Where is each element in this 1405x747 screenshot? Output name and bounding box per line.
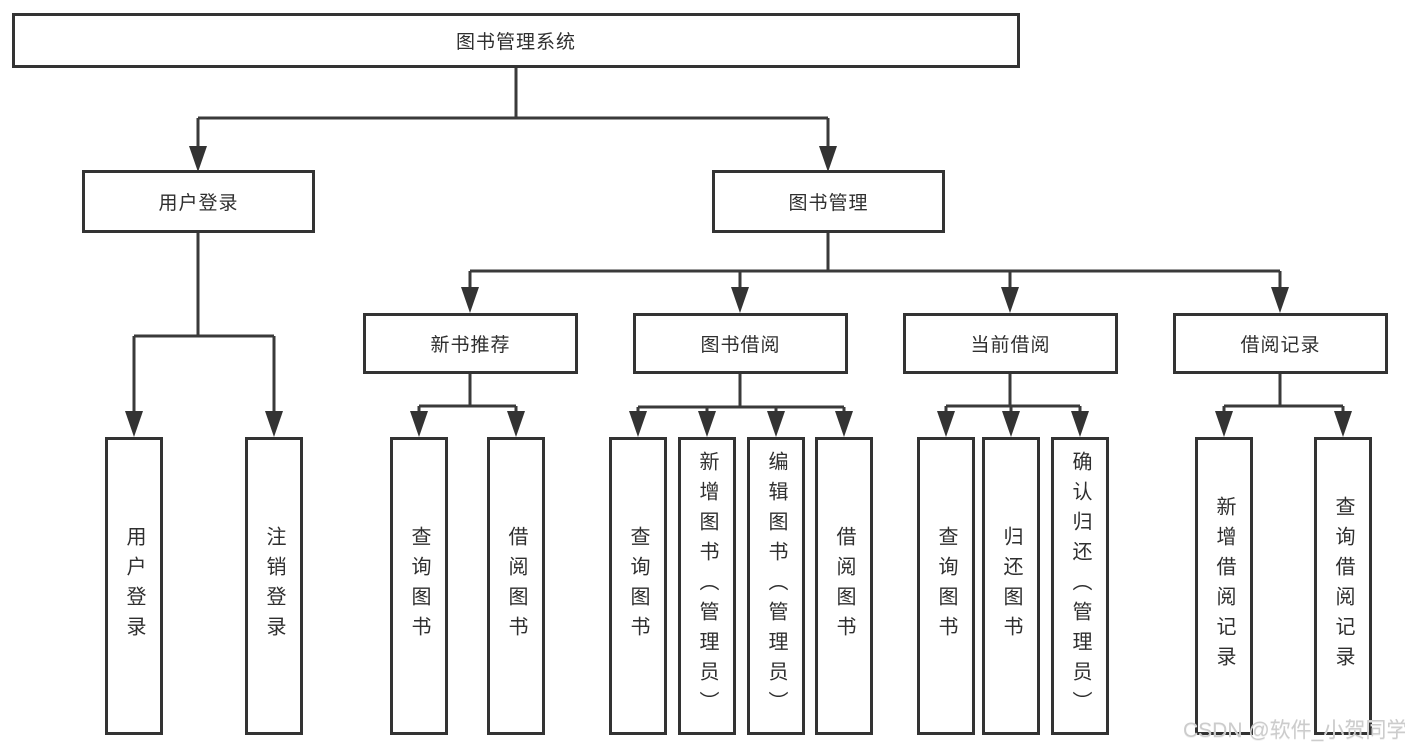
- leaf-query-borrow-record: 查询借阅记录: [1314, 437, 1372, 735]
- leaf-label: 查询图书: [627, 526, 649, 646]
- arrowhead: [1002, 411, 1020, 437]
- arrowhead: [1001, 287, 1019, 313]
- watermark: CSDN @软件_小贺同学: [1183, 719, 1405, 742]
- leaf-query-books: 查询图书: [390, 437, 448, 735]
- leaf-query-books: 查询图书: [917, 437, 975, 735]
- node-borrow-records: 借阅记录: [1173, 313, 1388, 374]
- leaf-label: 借阅图书: [505, 526, 527, 646]
- arrowhead: [1271, 287, 1289, 313]
- leaf-edit-books-admin: 编辑图书（管理员）: [747, 437, 805, 735]
- arrowhead: [819, 146, 837, 172]
- arrowhead: [461, 287, 479, 313]
- arrowhead: [265, 411, 283, 437]
- arrowhead: [835, 411, 853, 437]
- arrowhead: [507, 411, 525, 437]
- leaf-borrow-books: 借阅图书: [487, 437, 545, 735]
- leaf-label: 注销登录: [263, 526, 285, 646]
- connector-user-login: [132, 233, 276, 416]
- arrowhead: [1215, 411, 1233, 437]
- arrowhead: [629, 411, 647, 437]
- arrowhead: [410, 411, 428, 437]
- node-book-borrow: 图书借阅: [633, 313, 848, 374]
- connector-borrow-records: [1222, 374, 1345, 416]
- leaf-confirm-return-admin: 确认归还（管理员）: [1051, 437, 1109, 735]
- arrowhead: [1071, 411, 1089, 437]
- leaf-logout: 注销登录: [245, 437, 303, 735]
- leaf-return-books: 归还图书: [982, 437, 1040, 735]
- arrowhead: [698, 411, 716, 437]
- node-user-login: 用户登录: [82, 170, 315, 233]
- arrowhead: [767, 411, 785, 437]
- leaf-label: 查询图书: [408, 526, 430, 646]
- arrowhead: [1334, 411, 1352, 437]
- leaf-label: 用户登录: [123, 526, 145, 646]
- leaf-label: 查询图书: [935, 526, 957, 646]
- node-current-borrow: 当前借阅: [903, 313, 1118, 374]
- leaf-add-books-admin: 新增图书（管理员）: [678, 437, 736, 735]
- leaf-query-books: 查询图书: [609, 437, 667, 735]
- leaf-label: 借阅图书: [833, 526, 855, 646]
- leaf-label: 编辑图书（管理员）: [765, 451, 787, 721]
- node-book-management: 图书管理: [712, 170, 945, 233]
- leaf-label: 新增图书（管理员）: [696, 451, 718, 721]
- arrowhead: [189, 146, 207, 172]
- leaf-label: 新增借阅记录: [1213, 496, 1235, 676]
- leaf-label: 归还图书: [1000, 526, 1022, 646]
- leaf-add-borrow-record: 新增借阅记录: [1195, 437, 1253, 735]
- arrowhead: [731, 287, 749, 313]
- connector-root: [196, 68, 830, 150]
- leaf-label: 确认归还（管理员）: [1069, 451, 1091, 721]
- connector-current-borrow: [944, 374, 1082, 416]
- connector-book-borrow: [636, 374, 846, 416]
- connector-new-book: [417, 374, 518, 416]
- connector-book-mgmt: [468, 233, 1282, 292]
- arrowhead: [125, 411, 143, 437]
- arrowhead: [937, 411, 955, 437]
- node-new-book-recommend: 新书推荐: [363, 313, 578, 374]
- node-library-system: 图书管理系统: [12, 13, 1020, 68]
- leaf-borrow-books: 借阅图书: [815, 437, 873, 735]
- leaf-label: 查询借阅记录: [1332, 496, 1354, 676]
- leaf-user-login: 用户登录: [105, 437, 163, 735]
